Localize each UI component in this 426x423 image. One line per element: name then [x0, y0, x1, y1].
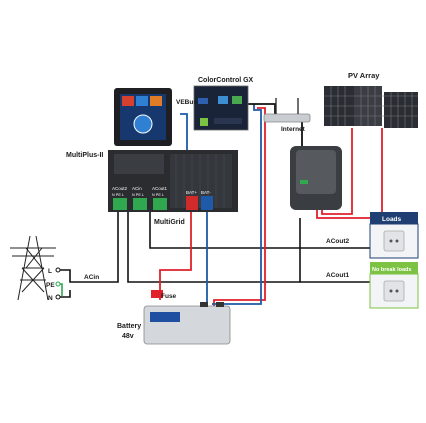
- terminal-n: [55, 294, 61, 300]
- bat-plus-label: BAT+: [186, 190, 197, 195]
- loads-panel: [369, 212, 419, 259]
- battery-voltage-label: 48v: [122, 333, 134, 340]
- terminal-polarity-1: N PE L: [112, 193, 124, 197]
- battery-label: Battery: [117, 323, 141, 330]
- acout1-label: ACout1: [326, 272, 349, 279]
- router-icon: [263, 98, 311, 123]
- neutral-label: N: [48, 295, 53, 302]
- nobreak-loads-panel: [369, 262, 419, 309]
- fuse-label: Fuse: [161, 293, 177, 300]
- multigrid-label: MultiGrid: [154, 219, 185, 226]
- ac-wiring: [58, 212, 370, 298]
- terminal-polarity-2: N PE L: [132, 193, 144, 197]
- loads-title: Loads: [382, 216, 402, 223]
- vebus-label: VEBus: [176, 99, 197, 106]
- pylon-icon: [10, 235, 56, 301]
- acout2-label: ACout2: [326, 238, 349, 245]
- pv-array-label: PV Array: [348, 71, 380, 80]
- internet-label: Internet: [281, 126, 306, 133]
- terminal-pe: [55, 281, 61, 287]
- socket-icon: [383, 280, 405, 302]
- socket-icon: [383, 230, 405, 252]
- touch-display: [114, 88, 172, 146]
- multiplus-label: MultiPlus-II: [66, 152, 103, 159]
- terminal-polarity-3: N PE L: [152, 193, 164, 197]
- acout1-terminal-label: ACout1: [152, 186, 168, 191]
- colorcontrol-gx: [193, 85, 249, 131]
- earth-label: PE: [46, 282, 55, 289]
- line-label: L: [48, 268, 52, 275]
- colorcontrol-label: ColorControl GX: [198, 77, 254, 84]
- nobreak-loads-title: No break loads: [372, 267, 411, 273]
- terminal-l: [55, 267, 61, 273]
- battery-icon: [143, 302, 231, 345]
- fuse-icon: [151, 290, 163, 298]
- acin-terminal-label: ACin: [132, 186, 142, 191]
- bat-minus-label: BAT-: [201, 190, 211, 195]
- charge-controller-icon: [290, 146, 342, 210]
- acout2-terminal-label: ACout2: [112, 186, 128, 191]
- solar-panel-icon: [324, 86, 418, 128]
- multiplus-unit: [108, 150, 238, 212]
- acin-label: ACin: [84, 274, 99, 281]
